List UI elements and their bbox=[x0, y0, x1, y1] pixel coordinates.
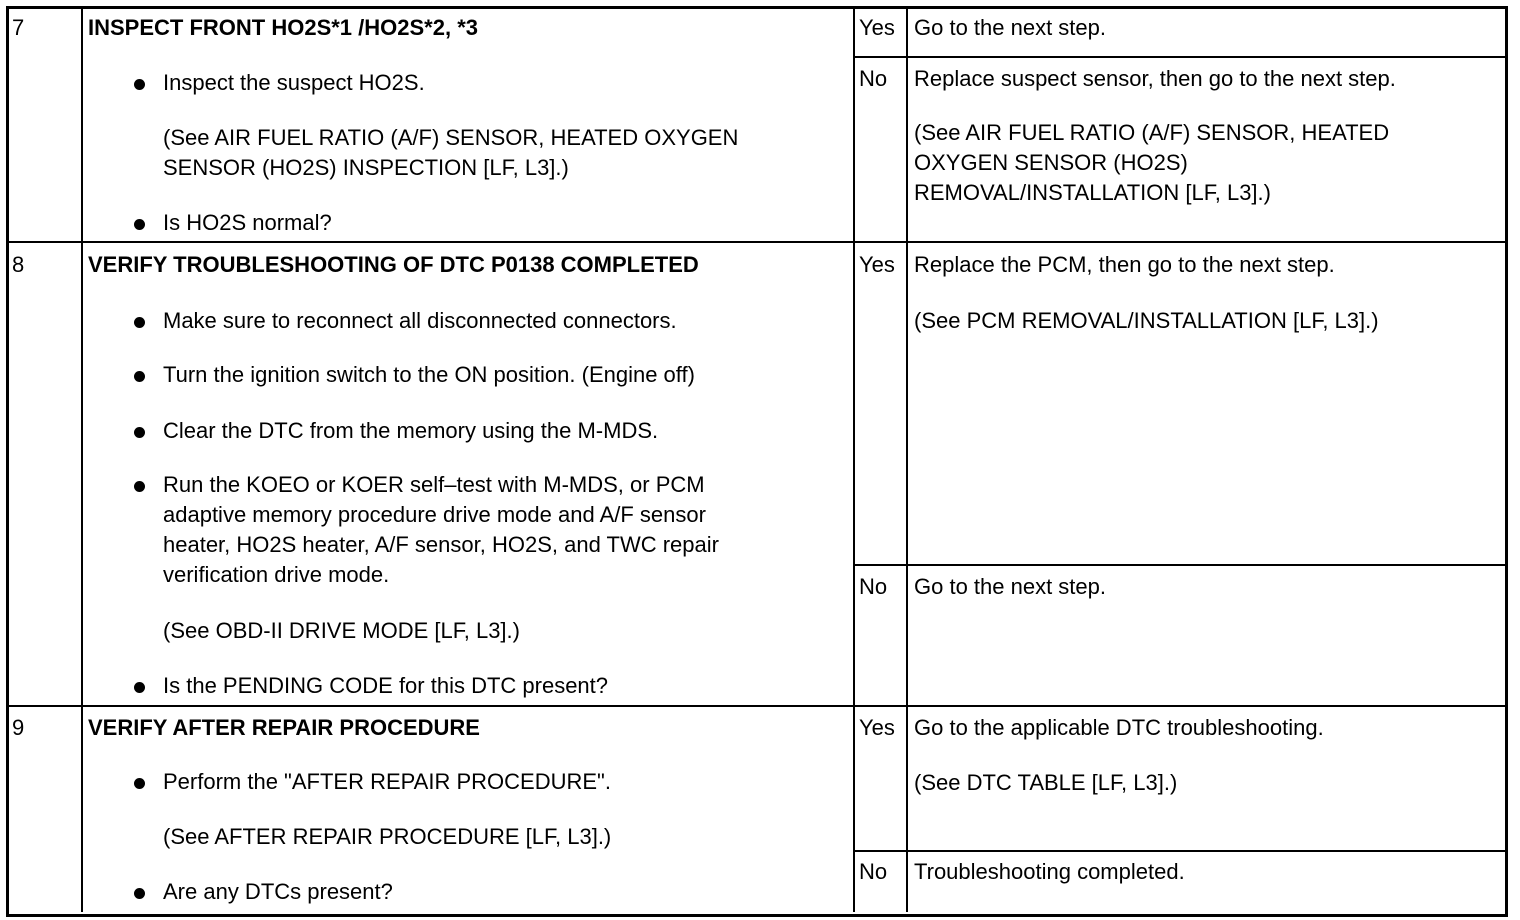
reference-text: (See PCM REMOVAL/INSTALLATION [LF, L3].) bbox=[914, 308, 1379, 333]
instruction-text: heater, HO2S heater, A/F sensor, HO2S, a… bbox=[163, 532, 719, 557]
instruction-text: adaptive memory procedure drive mode and… bbox=[163, 502, 706, 527]
yes-no-divider bbox=[853, 850, 1505, 852]
bullet-icon bbox=[134, 427, 145, 438]
no-action: Troubleshooting completed. bbox=[914, 859, 1185, 884]
col-divider-step bbox=[81, 6, 83, 912]
instruction-text: Turn the ignition switch to the ON posit… bbox=[163, 362, 695, 387]
no-label: No bbox=[859, 66, 888, 91]
question-text: Is HO2S normal? bbox=[163, 210, 332, 235]
reference-text: OXYGEN SENSOR (HO2S) bbox=[914, 150, 1188, 175]
yes-action: Go to the next step. bbox=[914, 15, 1107, 40]
reference-text: (See DTC TABLE [LF, L3].) bbox=[914, 770, 1178, 795]
col-divider-action bbox=[906, 6, 908, 912]
bullet-icon bbox=[134, 888, 145, 899]
bullet-icon bbox=[134, 778, 145, 789]
bullet-icon bbox=[134, 481, 145, 492]
step-title: VERIFY AFTER REPAIR PROCEDURE bbox=[88, 715, 480, 740]
step-title: INSPECT FRONT HO2S*1 /HO2S*2, *3 bbox=[88, 15, 478, 40]
row-divider bbox=[6, 705, 1505, 707]
step-title: VERIFY TROUBLESHOOTING OF DTC P0138 COMP… bbox=[88, 252, 699, 277]
no-label: No bbox=[859, 574, 888, 599]
no-action: Go to the next step. bbox=[914, 574, 1107, 599]
instruction-text: Clear the DTC from the memory using the … bbox=[163, 418, 659, 443]
yes-no-divider bbox=[853, 56, 1505, 58]
bullet-icon bbox=[134, 79, 145, 90]
yes-action: Go to the applicable DTC troubleshooting… bbox=[914, 715, 1324, 740]
yes-action: Replace the PCM, then go to the next ste… bbox=[914, 252, 1335, 277]
question-text: Are any DTCs present? bbox=[163, 879, 393, 904]
bullet-icon bbox=[134, 317, 145, 328]
yes-label: Yes bbox=[859, 15, 895, 40]
instruction-text: verification drive mode. bbox=[163, 562, 390, 587]
step-number: 8 bbox=[12, 252, 25, 277]
bullet-icon bbox=[134, 682, 145, 693]
yes-no-divider bbox=[853, 564, 1505, 566]
reference-text: (See AIR FUEL RATIO (A/F) SENSOR, HEATED bbox=[914, 120, 1390, 145]
reference-text: (See OBD-II DRIVE MODE [LF, L3].) bbox=[163, 618, 520, 643]
yes-label: Yes bbox=[859, 715, 895, 740]
reference-text: SENSOR (HO2S) INSPECTION [LF, L3].) bbox=[163, 155, 569, 180]
no-label: No bbox=[859, 859, 888, 884]
reference-text: REMOVAL/INSTALLATION [LF, L3].) bbox=[914, 180, 1271, 205]
step-number: 7 bbox=[12, 15, 25, 40]
no-action: Replace suspect sensor, then go to the n… bbox=[914, 66, 1396, 91]
table-border bbox=[6, 6, 1508, 917]
step-number: 9 bbox=[12, 715, 25, 740]
question-text: Is the PENDING CODE for this DTC present… bbox=[163, 673, 609, 698]
reference-text: (See AFTER REPAIR PROCEDURE [LF, L3].) bbox=[163, 824, 612, 849]
row-divider bbox=[6, 241, 1505, 243]
bullet-icon bbox=[134, 219, 145, 230]
instruction-text: Perform the "AFTER REPAIR PROCEDURE". bbox=[163, 769, 611, 794]
instruction-text: Inspect the suspect HO2S. bbox=[163, 70, 425, 95]
instruction-text: Make sure to reconnect all disconnected … bbox=[163, 308, 677, 333]
reference-text: (See AIR FUEL RATIO (A/F) SENSOR, HEATED… bbox=[163, 125, 739, 150]
yes-label: Yes bbox=[859, 252, 895, 277]
col-divider-result bbox=[853, 6, 855, 912]
instruction-text: Run the KOEO or KOER self–test with M-MD… bbox=[163, 472, 705, 497]
bullet-icon bbox=[134, 371, 145, 382]
